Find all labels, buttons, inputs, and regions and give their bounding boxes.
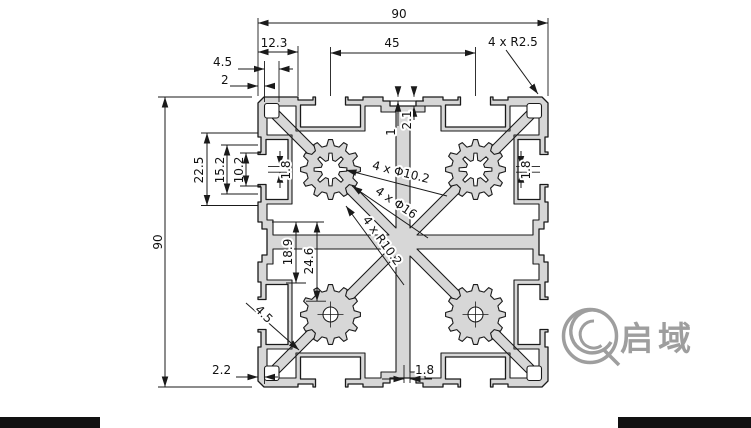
dim-slot-spacing: 45 <box>384 36 399 50</box>
corner-hole <box>526 365 543 382</box>
dim-web-24-6: 24.6 <box>302 248 316 275</box>
dim-overall-width: 90 <box>391 7 406 21</box>
profile-outline <box>257 96 549 388</box>
dim-slot-opening: 10.2 <box>232 157 246 184</box>
dim-corner-wall: 2 <box>221 73 229 87</box>
logo-swirl-inner-icon <box>578 319 603 350</box>
dim-corner-hole: 4.5 <box>213 55 232 69</box>
leader-line <box>345 169 448 197</box>
corner-hole <box>526 102 543 119</box>
core-serrated-bore <box>313 152 348 187</box>
dim-web-18-9: 18.9 <box>281 239 295 266</box>
leader-line <box>505 49 539 95</box>
profile-body <box>257 96 549 388</box>
leader-line <box>245 302 300 351</box>
dim-bottom-wall: 4.5 <box>252 302 275 325</box>
corner-hole <box>263 365 280 382</box>
dim-slot-lip-left: 1.8 <box>279 160 293 179</box>
footer-bar-left <box>0 417 100 428</box>
dim-groove-lip: 1.8 <box>415 363 434 377</box>
dim-corner-radius: 4 x R2.5 <box>488 35 538 49</box>
dim-slot-lip-right: 1.8 <box>519 160 533 179</box>
dim-slot-flange: 22.5 <box>192 157 206 184</box>
logo-tail-icon <box>601 347 621 367</box>
dim-groove-step: 1 <box>384 128 398 136</box>
logo: 启域 <box>561 307 696 367</box>
footer-bar-right <box>618 417 751 428</box>
dim-slot-cavity: 15.2 <box>213 157 227 184</box>
dim-groove-depth: 2.1 <box>400 110 414 129</box>
dimension-geometry <box>158 18 549 388</box>
dim-corner-web: 2.2 <box>212 363 231 377</box>
dim-overall-height: 90 <box>151 234 165 249</box>
logo-swirl-icon <box>569 308 613 355</box>
dim-corner-offset: 12.3 <box>261 36 288 50</box>
corner-hole <box>263 102 280 119</box>
core-serrated-bore <box>458 152 493 187</box>
leader-line <box>345 205 405 286</box>
leader-line <box>351 185 429 239</box>
logo-text: 启域 <box>620 319 696 358</box>
